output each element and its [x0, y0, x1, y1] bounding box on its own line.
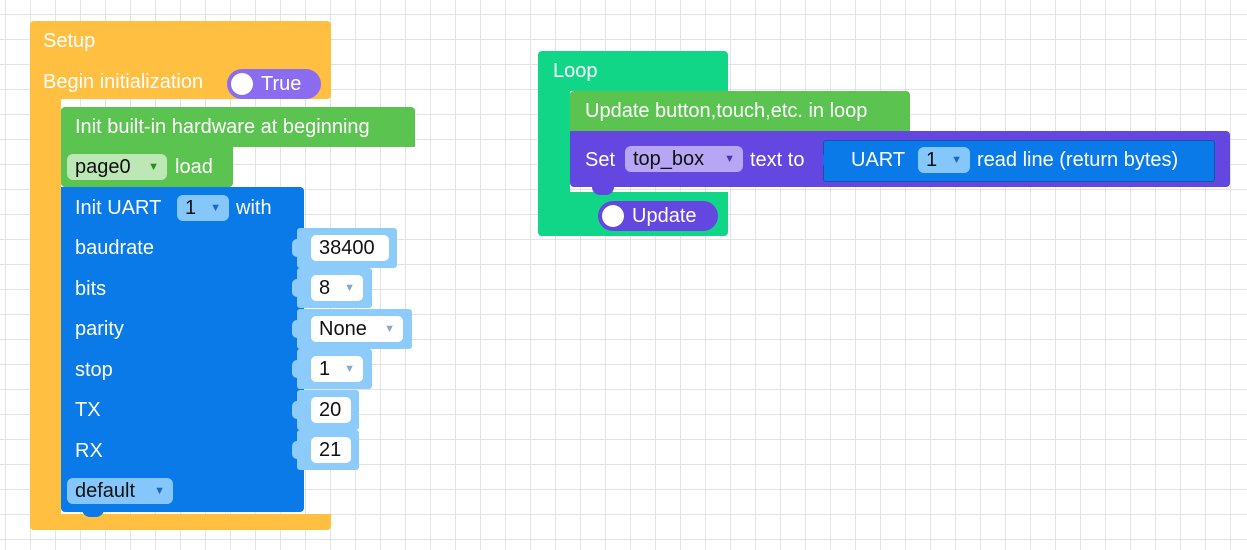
rx-value: 21 [319, 439, 342, 461]
connector-tab [292, 360, 301, 378]
uart-port-value: 1 [185, 197, 197, 219]
chevron-down-icon: ▼ [154, 485, 165, 497]
read-uart-port-value: 1 [926, 149, 938, 171]
loop-block[interactable] [538, 51, 728, 91]
connector-tab [292, 320, 301, 338]
page-dropdown[interactable]: page0 ▼ [67, 154, 167, 180]
toggle-knob-icon [602, 205, 624, 227]
connector-tab [292, 279, 301, 297]
update-inputs-label: Update button,touch,etc. in loop [585, 100, 868, 122]
parity-value-block[interactable]: None ▼ [292, 309, 412, 349]
parity-dropdown[interactable]: None ▼ [311, 316, 403, 342]
uart-port-dropdown[interactable]: 1 ▼ [177, 195, 229, 221]
bits-value: 8 [319, 277, 331, 299]
load-label: load [175, 156, 213, 178]
param-label-rx: RX [75, 440, 103, 462]
connector-tab [292, 441, 301, 459]
tx-input[interactable]: 20 [311, 397, 351, 423]
param-label-bits: bits [75, 278, 107, 300]
baudrate-input[interactable]: 38400 [311, 235, 389, 261]
target-dropdown[interactable]: top_box ▼ [625, 146, 743, 172]
chevron-down-icon: ▼ [148, 161, 159, 173]
uart-block-notch [82, 505, 104, 517]
param-label-stop: stop [75, 359, 113, 381]
bits-dropdown[interactable]: 8 ▼ [311, 275, 363, 301]
init-hardware-block[interactable] [61, 107, 415, 147]
uart-read-label: UART [851, 149, 906, 171]
connector-tab [292, 239, 301, 257]
setup-block-arm [30, 90, 61, 526]
setup-block-footer [30, 514, 331, 530]
chevron-down-icon: ▼ [951, 154, 962, 166]
set-block-notch [592, 183, 614, 195]
target-value: top_box [633, 148, 705, 170]
read-uart-port-dropdown[interactable]: 1 ▼ [918, 147, 970, 173]
update-toggle[interactable]: Update [598, 201, 718, 231]
chevron-down-icon: ▼ [344, 363, 355, 375]
connector-tab [292, 401, 301, 419]
init-uart-label: Init UART [75, 197, 162, 219]
read-line-label: read line (return bytes) [977, 149, 1179, 171]
rx-value-block[interactable]: 21 [292, 430, 359, 470]
param-label-parity: parity [75, 318, 124, 340]
rx-input[interactable]: 21 [311, 437, 351, 463]
begin-initialization-label: Begin initialization [43, 71, 204, 93]
param-label-tx: TX [75, 399, 101, 421]
set-label: Set [585, 149, 616, 171]
toggle-knob-icon [231, 73, 253, 95]
param-label-baudrate: baudrate [75, 237, 154, 259]
page-dropdown-value: page0 [75, 156, 131, 178]
baudrate-value-block[interactable]: 38400 [292, 228, 397, 268]
begin-toggle[interactable]: True [227, 69, 321, 99]
init-hardware-label: Init built-in hardware at beginning [75, 116, 370, 138]
uart-read-connector [823, 150, 833, 170]
text-to-label: text to [750, 149, 805, 171]
uart-init-block[interactable] [61, 187, 304, 512]
uart-mode-dropdown[interactable]: default ▼ [67, 478, 173, 504]
stop-value-block[interactable]: 1 ▼ [292, 349, 372, 389]
parity-value: None [319, 318, 367, 340]
uart-mode-value: default [75, 480, 136, 502]
update-toggle-label: Update [632, 205, 697, 227]
update-inputs-block[interactable] [570, 91, 910, 131]
chevron-down-icon: ▼ [344, 282, 355, 294]
chevron-down-icon: ▼ [384, 323, 395, 335]
tx-value-block[interactable]: 20 [292, 390, 359, 430]
bits-value-block[interactable]: 8 ▼ [292, 268, 372, 308]
uart-read-block[interactable] [823, 140, 1215, 182]
stop-value: 1 [319, 358, 331, 380]
with-label: with [236, 197, 272, 219]
tx-value: 20 [319, 399, 342, 421]
setup-title: Setup [43, 30, 96, 52]
baudrate-value: 38400 [319, 237, 375, 259]
stop-dropdown[interactable]: 1 ▼ [311, 356, 363, 382]
loop-title: Loop [553, 60, 598, 82]
begin-toggle-label: True [261, 73, 302, 95]
chevron-down-icon: ▼ [724, 153, 735, 165]
chevron-down-icon: ▼ [210, 202, 221, 214]
